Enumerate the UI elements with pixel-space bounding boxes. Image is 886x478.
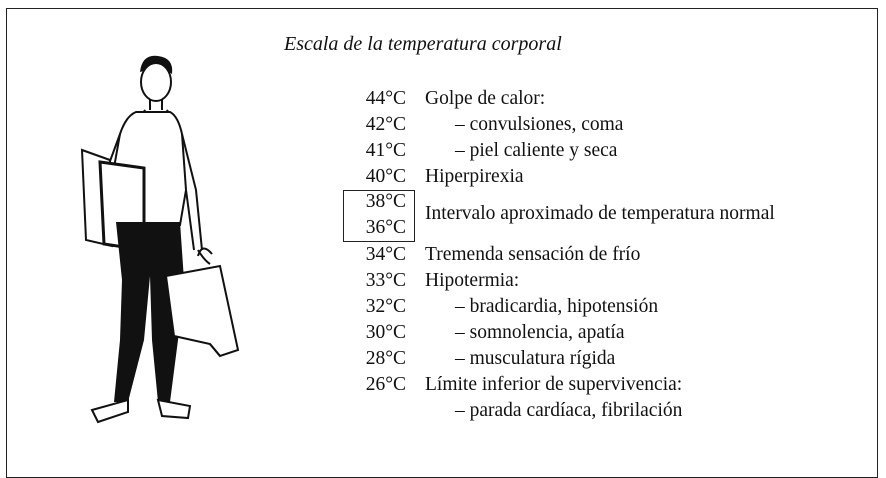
temperature-value: 34°C xyxy=(365,244,406,265)
symptom-description: – convulsiones, coma xyxy=(455,114,624,135)
scale-row: 42°C – convulsiones, coma xyxy=(340,114,870,140)
condition-label: Hipotermia: xyxy=(425,270,520,291)
scale-row: 41°C – piel caliente y seca xyxy=(340,140,870,166)
scale-row: 28°C – musculatura rígida xyxy=(340,348,870,374)
man-carrying-bags-icon xyxy=(80,55,240,424)
scale-row: 26°C Límite inferior de supervivencia: xyxy=(340,374,870,400)
condition-label: Golpe de calor: xyxy=(425,88,546,109)
temperature-value: 30°C xyxy=(365,322,406,343)
scale-row: 40°C Hiperpirexia xyxy=(340,166,870,192)
condition-label: Tremenda sensación de frío xyxy=(425,244,641,265)
scale-row: 36°C xyxy=(340,217,870,243)
temperature-value: 38°C xyxy=(365,191,406,212)
symptom-description: – bradicardia, hipotensión xyxy=(455,296,659,317)
scale-row: 32°C – bradicardia, hipotensión xyxy=(340,296,870,322)
temperature-value: 41°C xyxy=(365,140,406,161)
normal-range-box xyxy=(343,190,415,242)
condition-label: Límite inferior de supervivencia: xyxy=(425,374,683,395)
scale-row: 38°C xyxy=(340,191,870,217)
temperature-value: 36°C xyxy=(365,217,406,238)
scale-row: 34°C Tremenda sensación de frío xyxy=(340,244,870,270)
symptom-description: – parada cardíaca, fibrilación xyxy=(455,400,683,421)
condition-label: Hiperpirexia xyxy=(425,166,524,187)
scale-row: 44°C Golpe de calor: xyxy=(340,88,870,114)
symptom-description: – somnolencia, apatía xyxy=(455,322,625,343)
scale-row: Intervalo aproximado de temperatura norm… xyxy=(340,203,870,229)
condition-label: Intervalo aproximado de temperatura norm… xyxy=(425,203,775,224)
temperature-value: 32°C xyxy=(365,296,406,317)
symptom-description: – piel caliente y seca xyxy=(455,140,618,161)
scale-row: 33°C Hipotermia: xyxy=(340,270,870,296)
temperature-value: 44°C xyxy=(365,88,406,109)
temperature-value: 40°C xyxy=(365,166,406,187)
temperature-value: 26°C xyxy=(365,374,406,395)
temperature-value: 33°C xyxy=(365,270,406,291)
scale-row: 30°C – somnolencia, apatía xyxy=(340,322,870,348)
scale-row: – parada cardíaca, fibrilación xyxy=(340,400,870,426)
figure-title: Escala de la temperatura corporal xyxy=(284,33,562,55)
symptom-description: – musculatura rígida xyxy=(455,348,616,369)
temperature-value: 42°C xyxy=(365,114,406,135)
temperature-value: 28°C xyxy=(365,348,406,369)
